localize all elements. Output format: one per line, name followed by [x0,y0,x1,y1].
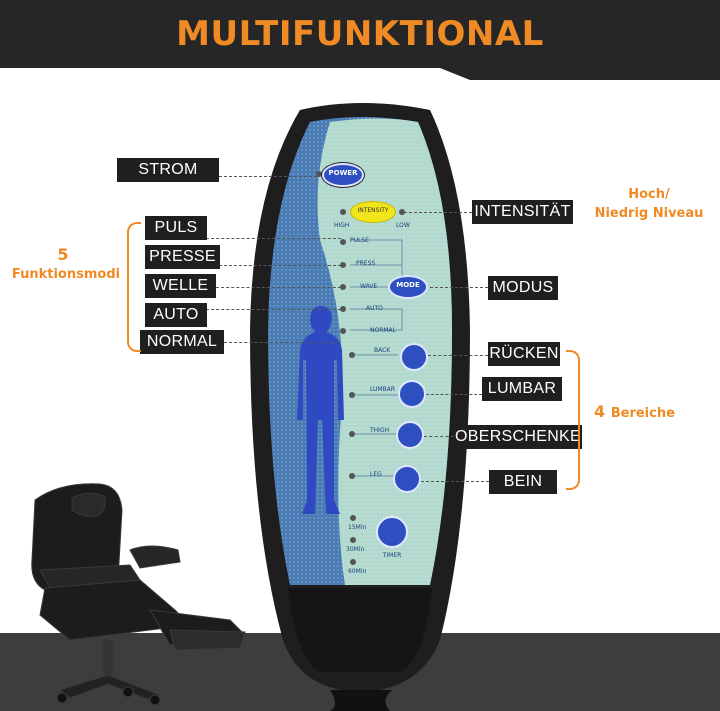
intensity-button[interactable] [350,201,396,223]
label-thigh: OBERSCHENKE [454,425,582,449]
wave-text: WAVE [360,283,378,290]
mode-button[interactable] [388,275,428,299]
office-chair-image [31,483,247,706]
label-intensity: INTENSITÄT [472,200,573,224]
guide-lumbar [426,394,482,395]
lumbar-text: LUMBAR [370,386,396,393]
guide-press [219,265,341,266]
label-power: STROM [117,158,219,182]
areas-annotation: 4 Bereiche [594,402,718,421]
timer-60-text: 60Min [348,568,367,575]
power-button-label: POWER [328,169,358,177]
areas-bracket [566,350,580,490]
label-mode: MODUS [488,276,558,300]
label-pulse: PULS [145,216,207,240]
auto-text: AUTO [366,305,383,312]
power-button[interactable] [322,163,364,187]
guide-mode [430,287,488,288]
modes-bracket [127,222,141,352]
low-text: LOW [396,222,410,229]
press-text: PRESS [356,260,376,267]
label-press: PRESSE [145,245,220,269]
thigh-button[interactable] [396,421,424,449]
label-wave: WELLE [145,274,216,298]
modes-text: Funktionsmodi [11,267,121,282]
guide-leg [421,481,489,482]
label-normal: NORMAL [140,330,224,354]
guide-auto [206,309,341,310]
label-leg: BEIN [489,470,557,494]
page-title: MULTIFUNKTIONAL [176,14,544,54]
intensity-level-line2: Niedrig Niveau [594,206,704,221]
guide-power [219,176,317,177]
label-lumbar: LUMBAR [482,377,562,401]
thigh-text: THIGH [370,427,390,434]
intensity-level-line1: Hoch/ [628,187,670,202]
guide-normal [224,342,339,343]
label-back: RÜCKEN [488,342,560,366]
timer-30-text: 30Min [346,546,365,553]
label-auto: AUTO [145,303,207,327]
mode-button-label: MODE [396,281,420,289]
timer-button-label: TIMER [382,552,402,559]
back-text: BACK [374,347,391,354]
leg-button[interactable] [393,465,421,493]
high-text: HIGH [334,222,350,229]
timer-button[interactable] [376,516,408,548]
guide-thigh [424,436,454,437]
guide-back [428,355,488,356]
normal-text: NORMAL [370,327,397,334]
pulse-text: PULSE [350,237,369,244]
timer-15-text: 15Min [348,524,367,531]
leg-text: LEG [370,471,382,478]
areas-count: 4 [594,402,606,421]
lumbar-button[interactable] [398,380,426,408]
back-button[interactable] [400,343,428,371]
modes-count: 5 [57,245,69,264]
header-banner [0,0,720,80]
guide-intensity [404,212,472,213]
guide-pulse [206,238,341,239]
guide-wave [216,287,341,288]
areas-text: Bereiche [610,406,675,421]
intensity-button-label: INTENSITY [357,207,389,214]
